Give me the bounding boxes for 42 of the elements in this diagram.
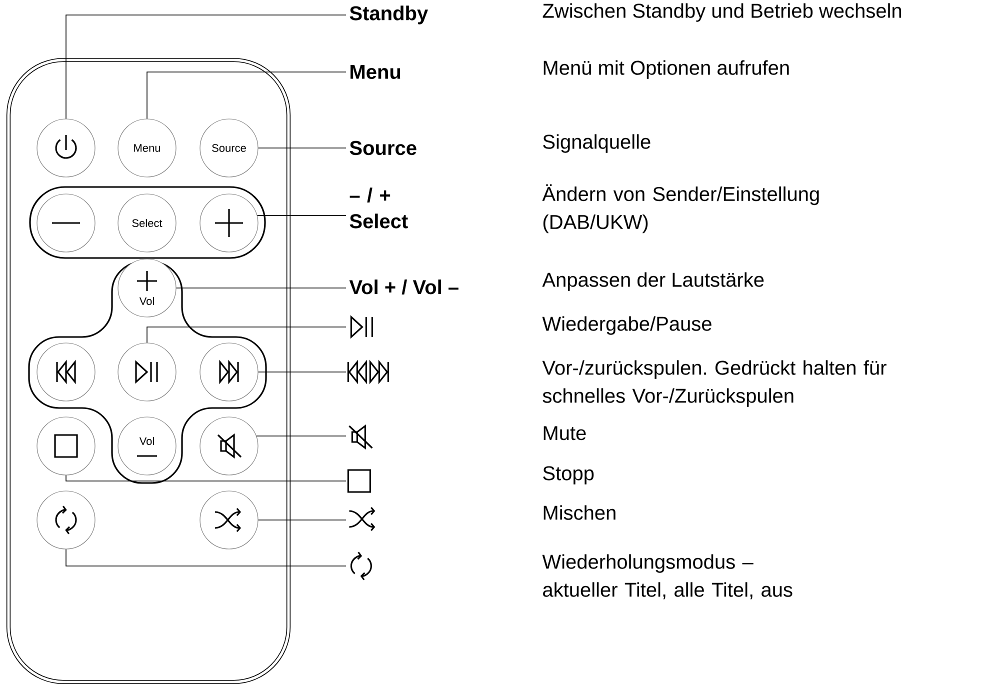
leader-line: [146, 326, 346, 344]
minus-button: [36, 194, 96, 252]
description-text: Vor-/zurückspulen. Gedrückt halten für schnelles Vor-/Zurückspulen: [542, 360, 886, 407]
power-button: [36, 118, 96, 178]
mute-button: [200, 416, 258, 476]
plus-button: [200, 194, 258, 252]
description-text: Mischen: [544, 505, 616, 520]
leader-line: [66, 548, 346, 566]
repeat-button: [36, 490, 96, 550]
button-label: Source: [350, 140, 416, 156]
button-label: Standby: [350, 6, 428, 24]
description-text: Signalquelle: [543, 134, 650, 153]
play-pause-button: [118, 342, 176, 402]
volume-up-button: Vol: [118, 258, 176, 318]
previous-button: [36, 342, 96, 402]
next-button: [200, 342, 258, 402]
source-button: Source: [200, 118, 258, 178]
leader-line: [256, 215, 346, 216]
leader-line: [66, 474, 346, 482]
select-button: Select: [118, 194, 176, 252]
repeat-icon: [350, 552, 372, 580]
volume-down-button: Vol: [118, 416, 176, 476]
button-label: Vol + / Vol –: [349, 280, 458, 294]
description-text: Wiedergabe/Pause: [542, 316, 712, 335]
description-text: Menü mit Optionen aufrufen: [544, 60, 789, 79]
button-label: Menu: [350, 65, 400, 79]
leader-line: [146, 72, 346, 120]
description-text: Zwischen Standby und Betrieb wechseln: [542, 3, 902, 22]
mute-icon: [348, 424, 373, 450]
menu-button: Menu: [118, 118, 176, 178]
leader-line: [66, 14, 346, 120]
description-text: Wiederholungsmodus – aktueller Titel, alle Titel, aus: [542, 554, 792, 600]
shuffle-icon: [349, 506, 376, 532]
description-text: Mute: [544, 426, 586, 440]
stop-button: [36, 416, 96, 476]
button-label: – / + Select: [350, 188, 408, 228]
description-text: Ändern von Sender/Einstellung (DAB/UKW): [542, 184, 819, 234]
remote-control-body: [6, 58, 291, 684]
description-text: Anpassen der Lautstärke: [542, 272, 764, 291]
shuffle-button: [200, 490, 258, 550]
stop-icon: [347, 469, 371, 493]
description-text: Stopp: [543, 466, 594, 484]
